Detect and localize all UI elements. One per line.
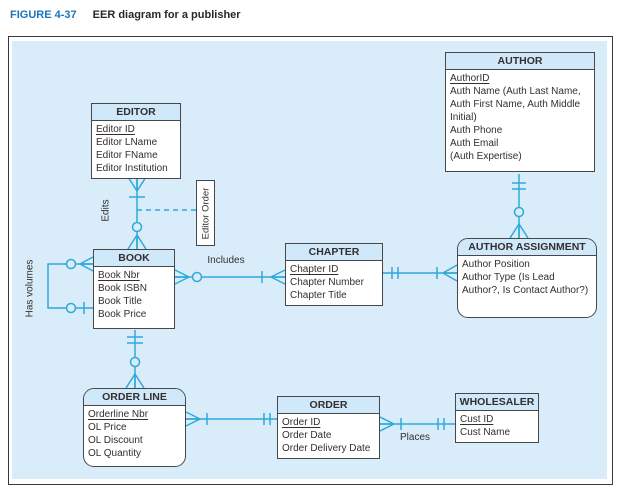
attribute-book-title: Book Title bbox=[98, 296, 142, 307]
entity-editor-title: EDITOR bbox=[92, 104, 180, 121]
entity-author-title: AUTHOR bbox=[446, 53, 594, 70]
entity-order-title: ORDER bbox=[278, 397, 379, 414]
entity-wholesaler: WHOLESALER Cust ID Cust Name bbox=[455, 393, 539, 443]
attribute-ol-quantity: OL Quantity bbox=[88, 448, 141, 459]
entity-author: AUTHOR AuthorID Auth Name (Auth Last Nam… bbox=[445, 52, 595, 172]
attribute-ol-price: OL Price bbox=[88, 422, 127, 433]
entity-book: BOOK Book Nbr Book ISBN Book Title Book … bbox=[93, 249, 175, 329]
figure-number: FIGURE 4-37 bbox=[10, 9, 77, 21]
entity-author-assignment-title: AUTHOR ASSIGNMENT bbox=[458, 239, 596, 256]
attribute-editor-fname: Editor FName bbox=[96, 150, 158, 161]
attribute-chapter-id: Chapter ID bbox=[290, 264, 339, 275]
relationship-label-has-volumes: Has volumes bbox=[24, 259, 36, 317]
attribute-author-position: Author Position bbox=[462, 259, 530, 270]
entity-editor: EDITOR Editor ID Editor LName Editor FNa… bbox=[91, 103, 181, 179]
attribute-order-date: Order Date bbox=[282, 430, 332, 441]
attribute-order-delivery-date: Order Delivery Date bbox=[282, 443, 371, 454]
entity-order-line: ORDER LINE Orderline Nbr OL Price OL Dis… bbox=[83, 388, 186, 467]
attribute-chapter-title: Chapter Title bbox=[290, 290, 347, 301]
entity-chapter-title: CHAPTER bbox=[286, 244, 382, 261]
entity-wholesaler-title: WHOLESALER bbox=[456, 394, 538, 411]
attribute-book-price: Book Price bbox=[98, 309, 147, 320]
attribute-editor-id: Editor ID bbox=[96, 124, 135, 135]
attribute-cust-name: Cust Name bbox=[460, 427, 511, 438]
attribute-editor-lname: Editor LName bbox=[96, 137, 158, 148]
attribute-ol-discount: OL Discount bbox=[88, 435, 143, 446]
figure-caption: FIGURE 4-37 EER diagram for a publisher bbox=[10, 9, 241, 21]
attribute-order-id: Order ID bbox=[282, 417, 321, 428]
attribute-editor-institution: Editor Institution bbox=[96, 163, 168, 174]
attribute-auth-email: Auth Email bbox=[450, 138, 499, 149]
attribute-book-isbn: Book ISBN bbox=[98, 283, 147, 294]
editor-order-label: Editor Order bbox=[200, 187, 211, 239]
entity-author-assignment: AUTHOR ASSIGNMENT Author Position Author… bbox=[457, 238, 597, 318]
entity-chapter: CHAPTER Chapter ID Chapter Number Chapte… bbox=[285, 243, 383, 306]
relationship-label-includes: Includes bbox=[207, 255, 245, 266]
attribute-auth-expertise: (Auth Expertise) bbox=[450, 151, 522, 162]
entity-book-title: BOOK bbox=[94, 250, 174, 267]
editor-order-attribute-box: Editor Order bbox=[196, 180, 215, 246]
attribute-cust-id: Cust ID bbox=[460, 414, 494, 425]
attribute-author-type: Author Type (Is Lead Author?, Is Contact… bbox=[462, 272, 589, 296]
entity-order: ORDER Order ID Order Date Order Delivery… bbox=[277, 396, 380, 459]
attribute-chapter-number: Chapter Number bbox=[290, 277, 364, 288]
attribute-orderline-nbr: Orderline Nbr bbox=[88, 409, 149, 420]
attribute-auth-phone: Auth Phone bbox=[450, 125, 503, 136]
entity-order-line-title: ORDER LINE bbox=[84, 389, 185, 406]
attribute-author-id: AuthorID bbox=[450, 73, 490, 84]
attribute-auth-name: Auth Name (Auth Last Name, Auth First Na… bbox=[450, 86, 581, 123]
relationship-label-edits: Edits bbox=[100, 198, 112, 222]
figure-title: EER diagram for a publisher bbox=[92, 9, 241, 21]
relationship-label-places: Places bbox=[399, 432, 430, 443]
attribute-book-nbr: Book Nbr bbox=[98, 270, 140, 281]
